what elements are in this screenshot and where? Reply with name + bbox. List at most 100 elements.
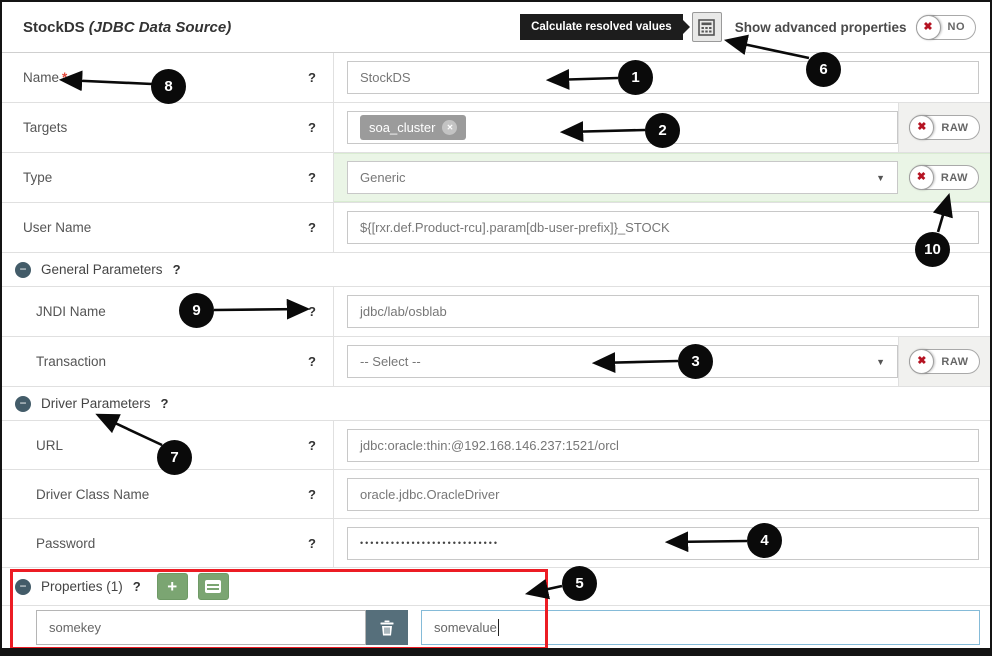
- url-input[interactable]: jdbc:oracle:thin:@192.168.146.237:1521/o…: [347, 428, 979, 462]
- user-name-input-cell: ${[rxr.def.Product-rcu].param[db-user-pr…: [334, 203, 990, 252]
- header-actions: Calculate resolved values Show advanced …: [520, 12, 976, 42]
- type-select[interactable]: Generic ▼: [347, 161, 898, 194]
- required-asterisk: *: [62, 70, 68, 85]
- target-tag-label: soa_cluster: [369, 120, 436, 135]
- driver-class-input[interactable]: oracle.jdbc.OracleDriver: [347, 477, 979, 511]
- section-properties: − Properties (1) ? +: [2, 568, 990, 606]
- targets-input[interactable]: soa_cluster ✕: [347, 111, 898, 144]
- field-row-driver-class-name: Driver Class Name ? oracle.jdbc.OracleDr…: [2, 470, 990, 519]
- field-row-transaction: Transaction ? -- Select -- ▼ ✖ RAW: [2, 337, 990, 387]
- name-input-cell: StockDS: [334, 53, 990, 102]
- raw-label: RAW: [941, 355, 969, 368]
- property-row: somekey somevalue: [2, 606, 990, 648]
- section-general-parameters: − General Parameters ?: [2, 253, 990, 287]
- transaction-input-cell: -- Select -- ▼ ✖ RAW: [334, 337, 990, 386]
- targets-input-cell: soa_cluster ✕ ✖ RAW: [334, 103, 990, 152]
- url-help-icon[interactable]: ?: [308, 437, 316, 453]
- jndi-name-label-cell: JNDI Name ?: [2, 287, 334, 336]
- x-icon: ✖: [917, 121, 927, 133]
- jndi-name-input[interactable]: jdbc/lab/osblab: [347, 295, 979, 328]
- toggle-state-label: NO: [947, 21, 965, 33]
- name-label: Name*: [23, 70, 68, 85]
- name-label-cell: Name* ?: [2, 53, 334, 102]
- targets-raw-panel: ✖ RAW: [898, 103, 990, 152]
- calculator-icon: [698, 18, 716, 36]
- add-property-button[interactable]: +: [156, 573, 188, 600]
- targets-help-icon[interactable]: ?: [308, 120, 316, 135]
- password-help-icon[interactable]: ?: [308, 535, 316, 551]
- property-value-input[interactable]: somevalue: [421, 610, 980, 645]
- properties-title: Properties (1): [41, 579, 123, 594]
- show-advanced-properties-label: Show advanced properties: [734, 19, 907, 35]
- transaction-select[interactable]: -- Select -- ▼: [347, 345, 898, 378]
- transaction-label: Transaction: [36, 354, 107, 369]
- list-icon: [205, 580, 222, 593]
- user-name-input[interactable]: ${[rxr.def.Product-rcu].param[db-user-pr…: [347, 211, 979, 244]
- trash-icon: [380, 620, 394, 635]
- password-input[interactable]: •••••••••••••••••••••••••••: [347, 526, 979, 560]
- bulk-edit-properties-button[interactable]: [197, 573, 229, 600]
- driver-class-input-cell: oracle.jdbc.OracleDriver: [334, 470, 990, 518]
- text-cursor: [497, 619, 499, 636]
- field-row-url: URL ? jdbc:oracle:thin:@192.168.146.237:…: [2, 421, 990, 470]
- type-raw-toggle[interactable]: ✖ RAW: [908, 165, 980, 190]
- x-icon: ✖: [916, 171, 927, 183]
- toggle-knob: ✖: [915, 14, 941, 40]
- driver-class-help-icon[interactable]: ?: [308, 486, 316, 502]
- type-selected-value: Generic: [360, 170, 406, 185]
- page-title: StockDS(JDBC Data Source): [23, 19, 231, 36]
- plus-icon: +: [167, 577, 178, 596]
- type-input-cell: Generic ▼ ✖ RAW: [334, 153, 990, 202]
- general-parameters-help-icon[interactable]: ?: [172, 262, 181, 277]
- calculate-resolved-values-tooltip: Calculate resolved values: [520, 14, 690, 40]
- transaction-raw-panel: ✖ RAW: [898, 337, 990, 386]
- x-icon: ✖: [923, 20, 933, 33]
- field-row-targets: Targets ? soa_cluster ✕ ✖ RAW: [2, 103, 990, 153]
- collapse-icon[interactable]: −: [15, 261, 31, 278]
- field-row-jndi-name: JNDI Name ? jdbc/lab/osblab: [2, 287, 990, 337]
- raw-label: RAW: [941, 121, 969, 134]
- page-header: StockDS(JDBC Data Source) Calculate reso…: [2, 2, 990, 53]
- user-name-label-cell: User Name ?: [2, 203, 334, 252]
- driver-parameters-help-icon[interactable]: ?: [160, 396, 169, 411]
- type-help-icon[interactable]: ?: [308, 170, 316, 185]
- calculator-button[interactable]: [691, 12, 722, 42]
- transaction-help-icon[interactable]: ?: [308, 354, 316, 369]
- property-key-group: somekey: [36, 610, 408, 645]
- datasource-name-title: StockDS: [23, 18, 85, 36]
- user-name-label: User Name: [23, 220, 92, 235]
- field-row-name: Name* ? StockDS: [2, 53, 990, 103]
- password-input-cell: •••••••••••••••••••••••••••: [334, 519, 990, 567]
- remove-target-icon[interactable]: ✕: [442, 120, 458, 135]
- password-label: Password: [36, 535, 96, 551]
- property-value-text: somevalue: [434, 620, 497, 635]
- name-help-icon[interactable]: ?: [308, 70, 316, 85]
- transaction-raw-toggle[interactable]: ✖ RAW: [909, 349, 980, 374]
- x-icon: ✖: [917, 355, 927, 367]
- chevron-down-icon: ▼: [876, 172, 885, 183]
- jndi-name-help-icon[interactable]: ?: [308, 304, 316, 319]
- password-label-cell: Password ?: [2, 519, 334, 567]
- url-label-cell: URL ?: [2, 421, 334, 469]
- advanced-properties-toggle[interactable]: ✖ NO: [915, 14, 976, 40]
- transaction-label-cell: Transaction ?: [2, 337, 334, 386]
- targets-raw-toggle[interactable]: ✖ RAW: [909, 115, 980, 140]
- collapse-icon[interactable]: −: [15, 395, 31, 412]
- delete-property-button[interactable]: [366, 610, 408, 645]
- name-input[interactable]: StockDS: [347, 61, 979, 94]
- chevron-down-icon: ▼: [876, 356, 885, 367]
- collapse-icon[interactable]: −: [15, 578, 31, 595]
- property-key-input[interactable]: somekey: [36, 610, 366, 645]
- user-name-help-icon[interactable]: ?: [308, 220, 316, 235]
- datasource-type-title: (JDBC Data Source): [88, 18, 232, 36]
- transaction-selected-value: -- Select --: [360, 354, 421, 369]
- targets-label: Targets: [23, 120, 68, 135]
- driver-parameters-title: Driver Parameters: [41, 396, 151, 411]
- tooltip-arrow: [682, 20, 690, 34]
- jndi-name-input-cell: jdbc/lab/osblab: [334, 287, 990, 336]
- type-label-cell: Type ?: [2, 153, 334, 202]
- properties-help-icon[interactable]: ?: [132, 579, 141, 594]
- driver-class-label: Driver Class Name: [36, 486, 150, 502]
- jndi-name-label: JNDI Name: [36, 304, 106, 319]
